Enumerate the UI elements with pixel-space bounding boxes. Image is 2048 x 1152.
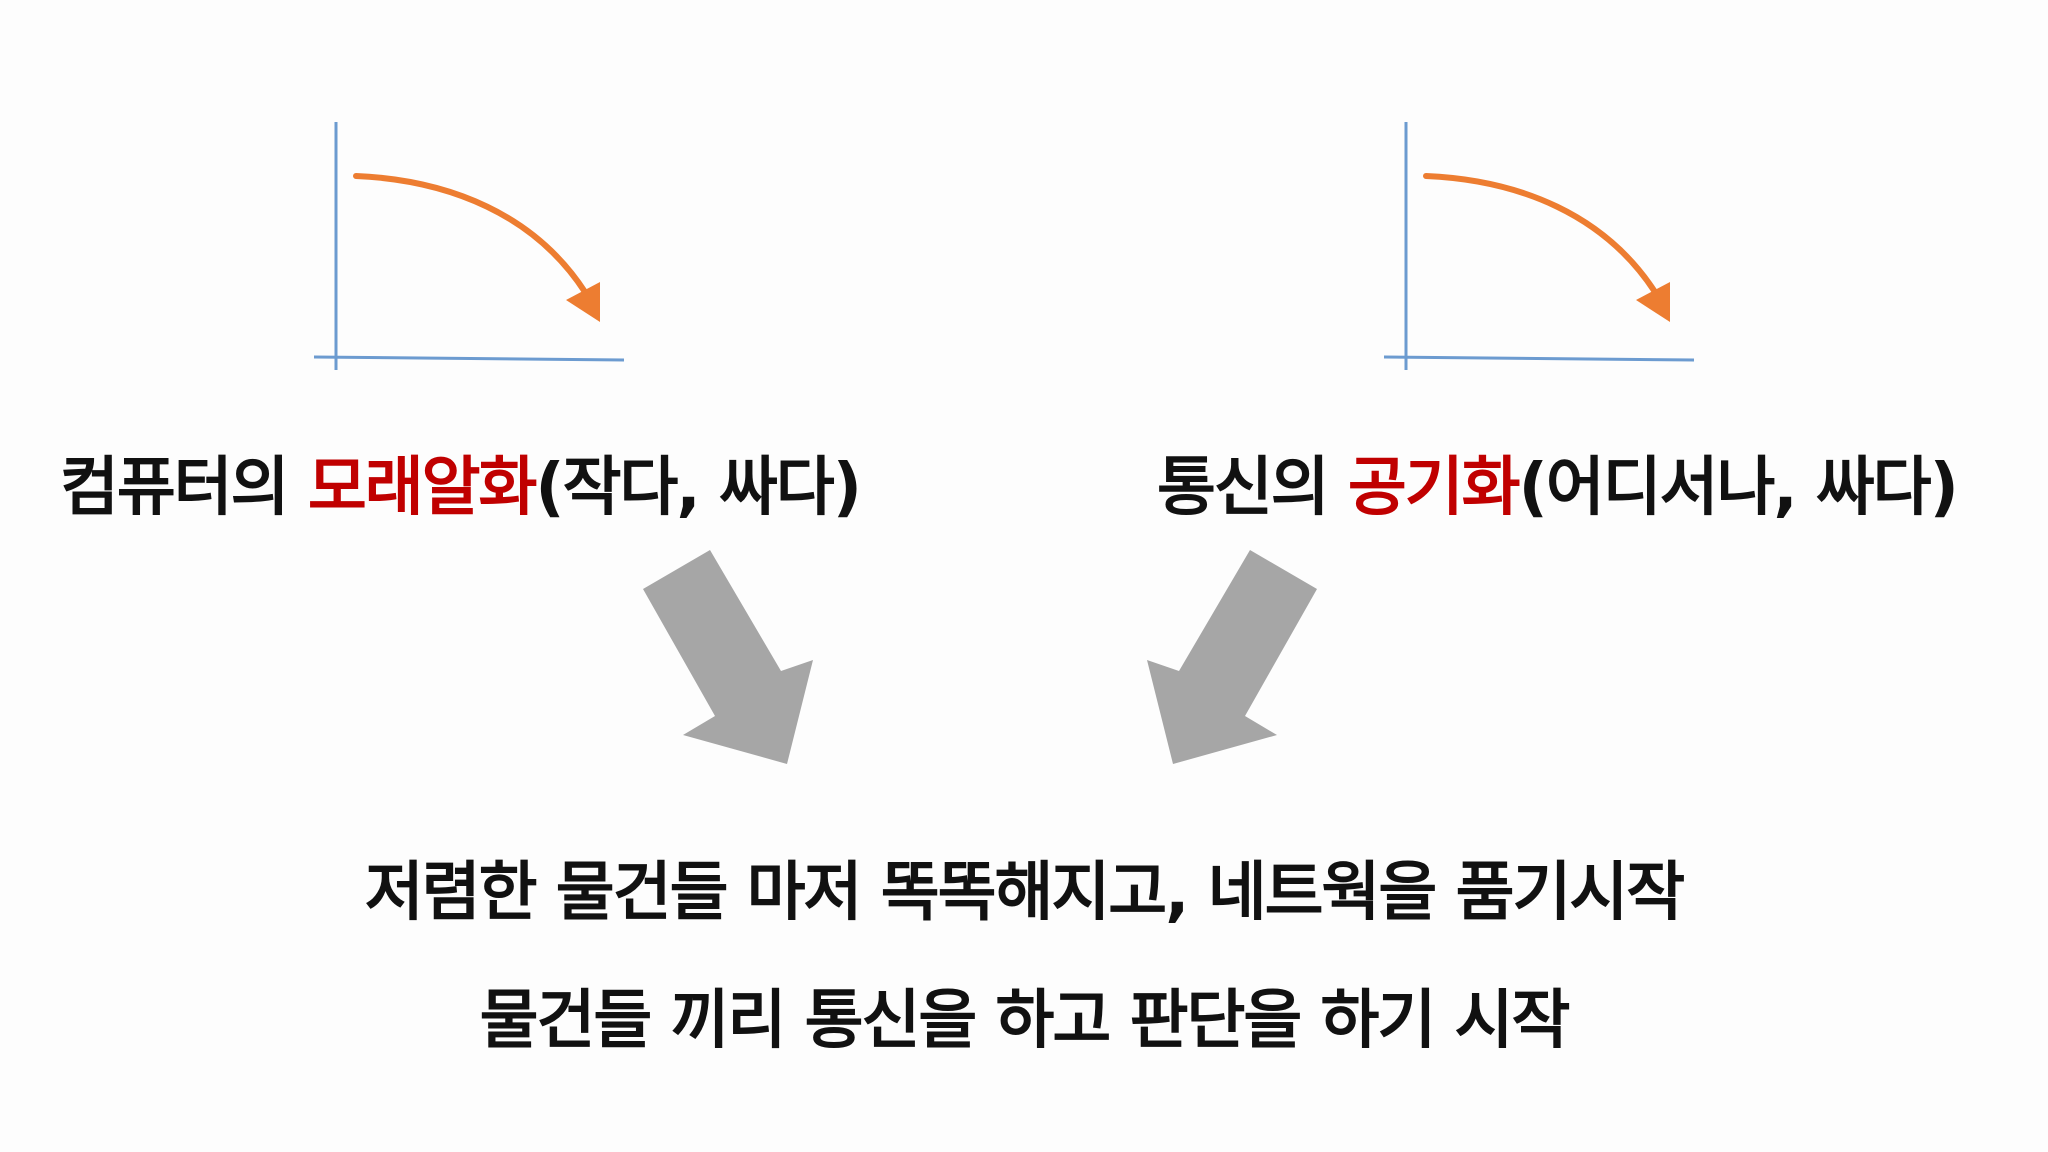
caption-highlight: 모래알화 (307, 451, 538, 525)
caption-prefix: 컴퓨터의 (60, 451, 308, 525)
conclusion-line-1: 저렴한 물건들 마저 똑똑해지고, 네트웍을 품기시작 (364, 856, 1685, 930)
curve-arrowhead (1636, 282, 1670, 322)
declining-curve (1423, 173, 1658, 295)
down-right-arrow-icon (643, 550, 813, 764)
declining-curve (353, 173, 588, 295)
caption-highlight: 공기화 (1347, 451, 1521, 525)
conclusion-line-2: 물건들 끼리 통신을 하고 판단을 하기 시작 (479, 984, 1571, 1058)
caption-suffix: (작다, 싸다) (535, 451, 862, 525)
x-axis (1383, 355, 1695, 362)
caption-computer: 컴퓨터의 모래알화(작다, 싸다) (60, 443, 862, 533)
down-left-arrow-icon (1147, 550, 1317, 764)
caption-prefix: 통신의 (1157, 451, 1348, 525)
caption-suffix: (어디서나, 싸다) (1518, 451, 1959, 525)
x-axis (313, 355, 625, 362)
caption-communication: 통신의 공기화(어디서나, 싸다) (1157, 443, 1959, 533)
declining-curve-icon (1383, 122, 1695, 370)
curve-arrowhead (566, 282, 600, 322)
declining-curve-icon (313, 122, 625, 370)
